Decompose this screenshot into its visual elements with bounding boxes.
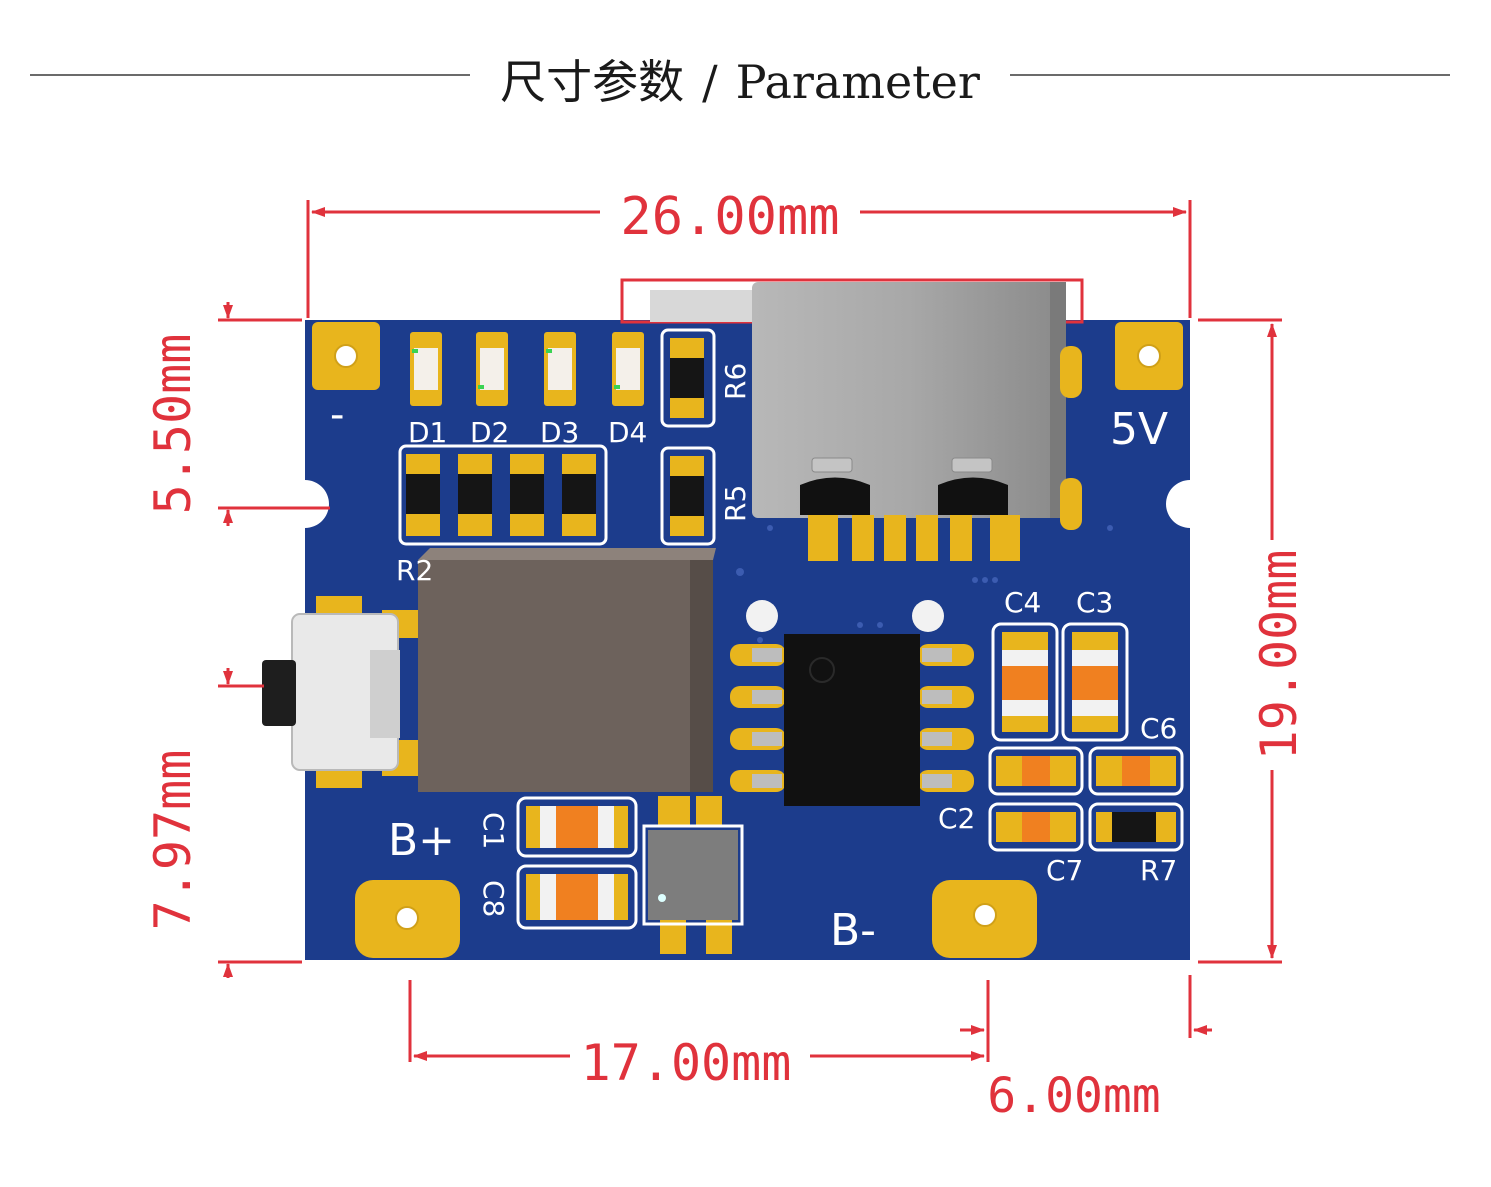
dim-height-label: 19.00mm: [1250, 550, 1308, 761]
label-r7: R7: [1140, 854, 1177, 887]
silkscreen-labels: - 5V B+ B- D1 D2 D3 D4 R2 R6 R5 C4 C3 C6…: [330, 363, 1177, 956]
title-english: Parameter: [735, 55, 980, 109]
capacitor-c7-block: [988, 802, 1084, 852]
label-d3: D3: [540, 416, 579, 449]
battery-pad-b-plus: [355, 880, 460, 958]
capacitor-c6-block: [1088, 746, 1184, 796]
label-c6: C6: [1140, 712, 1177, 745]
label-c2: C2: [938, 802, 975, 835]
mounting-pad-top-right: [1115, 322, 1183, 390]
label-c3: C3: [1076, 586, 1113, 619]
resistor-r7-block: [1088, 802, 1184, 852]
battery-pad-b-minus: [932, 880, 1037, 958]
label-c4: C4: [1004, 586, 1041, 619]
header-divider-left: [30, 74, 470, 76]
label-b-minus: B-: [830, 905, 876, 956]
sot-transistor: [642, 796, 744, 954]
mounting-pad-top-left: [312, 322, 380, 390]
capacitor-c8: [516, 864, 638, 930]
dim-hole-top-label: 5.50mm: [144, 334, 202, 515]
capacitor-c2-block: [988, 746, 1084, 796]
ic-chip: [730, 600, 974, 806]
resistor-r6: [660, 328, 716, 428]
dimension-labels: 26.00mm 19.00mm 5.50mm 7.97mm 17.00mm 6.…: [144, 187, 1308, 1124]
capacitor-c1: [516, 796, 638, 858]
push-switch: [262, 596, 418, 788]
label-c8: C8: [477, 880, 510, 917]
led-row: [410, 332, 644, 406]
dim-pad-spacing-label: 17.00mm: [581, 1034, 792, 1092]
dim-pad-offset-label: 6.00mm: [987, 1068, 1160, 1124]
page-title: 尺寸参数 / Parameter: [470, 46, 1010, 112]
header-divider-right: [1010, 74, 1450, 76]
label-r5: R5: [719, 485, 752, 522]
dim-hole-bottom-label: 7.97mm: [144, 750, 202, 931]
label-r2: R2: [396, 554, 433, 587]
title-separator: /: [702, 55, 718, 109]
label-d2: D2: [470, 416, 509, 449]
resistor-r5: [660, 446, 716, 546]
label-d4: D4: [608, 416, 647, 449]
label-c1: C1: [477, 812, 510, 849]
label-5v: 5V: [1110, 404, 1168, 455]
capacitor-c3: [1061, 622, 1129, 742]
inductor: [418, 548, 716, 792]
label-c7: C7: [1046, 854, 1083, 887]
resistor-array: [398, 444, 608, 546]
label-r6: R6: [719, 363, 752, 400]
label-b-plus: B+: [388, 815, 455, 866]
dimension-lines: [218, 200, 1282, 1062]
dim-width-label: 26.00mm: [620, 187, 839, 247]
label-minus: -: [330, 392, 344, 438]
title-chinese: 尺寸参数: [500, 55, 685, 109]
usb-c-connector: [620, 278, 1084, 561]
capacitor-c4: [991, 622, 1059, 742]
label-d1: D1: [408, 416, 447, 449]
